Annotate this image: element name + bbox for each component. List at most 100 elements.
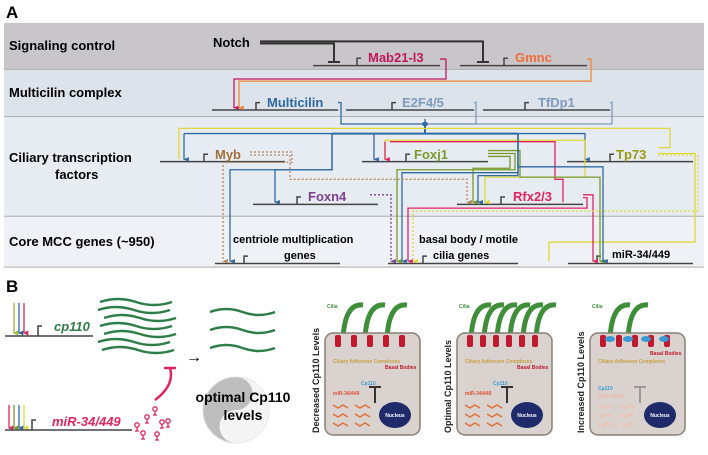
panel-b-gene-lines <box>5 325 132 431</box>
target-basal-body: basal body / motile <box>419 234 518 246</box>
mrna-strand <box>209 343 276 353</box>
cell-title: Optimal Cp110 Levels <box>443 340 453 433</box>
basal-body <box>616 335 622 347</box>
microrna-hairpins <box>134 406 171 441</box>
gene-multicilin: Multicilin <box>267 95 323 110</box>
gene-foxn4: Foxn4 <box>308 189 347 204</box>
mrna-strand <box>103 313 177 323</box>
microrna-icon <box>165 418 171 428</box>
microrna-icon <box>619 413 636 418</box>
microrna-icon <box>140 430 146 440</box>
cp110-mrna-many <box>97 297 177 355</box>
gene-e2f4-5: E2F4/5 <box>402 95 444 110</box>
inhibition-icon <box>634 386 646 403</box>
nucleus-label: Nucleus <box>385 413 405 419</box>
basal-body <box>519 335 525 347</box>
microrna-icon <box>597 404 614 409</box>
nucleus <box>379 402 411 428</box>
cp110-label: Cp110 <box>361 381 376 387</box>
microrna-icon <box>464 413 481 418</box>
microrna-icon <box>354 404 371 409</box>
microrna-icon <box>154 431 160 441</box>
row-label-core: Core MCC genes (~950) <box>9 234 155 249</box>
basal-body <box>383 335 389 347</box>
mrna-strand <box>101 345 175 355</box>
cp110-regulator-arrows <box>8 303 29 431</box>
row-label-ciliary: Ciliary transcription <box>9 150 132 165</box>
target-basal-body-2: cilia genes <box>433 250 489 262</box>
nucleus-label: Nucleus <box>517 413 537 419</box>
gene-mab21-l3: Mab21-l3 <box>368 50 424 65</box>
microrna-icon <box>332 404 349 409</box>
mir-label: miR-34/449 <box>598 394 625 400</box>
mrna-strand <box>99 297 173 307</box>
basal-body <box>335 335 341 347</box>
gene-gmnc: Gmnc <box>515 50 552 65</box>
nucleus-label: Nucleus <box>650 413 670 419</box>
microrna-icon <box>597 413 614 418</box>
microrna-icon <box>486 413 503 418</box>
gene-cp110: cp110 <box>54 319 91 334</box>
yin-yang-icon <box>202 376 270 444</box>
basal-bodies-label: Basal Bodies <box>517 365 549 371</box>
microrna-icon <box>597 422 614 427</box>
cell-title: Increased Cp110 Levels <box>576 331 586 433</box>
complexes-label: Ciliary Adhesion Complexes <box>598 359 666 365</box>
panel-b-letter: B <box>6 277 18 296</box>
cp110-protein <box>641 336 651 342</box>
gene-tfdp1: TfDp1 <box>538 95 575 110</box>
mrna-strand <box>97 337 171 347</box>
mrna-strand <box>209 307 276 317</box>
panel-a-letter: A <box>6 3 18 22</box>
notch-label: Notch <box>213 35 250 50</box>
basal-body <box>399 335 405 347</box>
basal-body <box>532 335 538 347</box>
basal-body <box>480 335 486 347</box>
cell-title: Decreased Cp110 Levels <box>311 328 321 433</box>
basal-body <box>367 335 373 347</box>
cp110-protein <box>659 336 669 342</box>
inhibition-arc <box>154 367 173 401</box>
microrna-icon <box>354 413 371 418</box>
complexes-label: Ciliary Adhesion Complexes <box>333 359 401 365</box>
microrna-icon <box>159 419 165 429</box>
microrna-icon <box>619 404 636 409</box>
microrna-icon <box>464 422 481 427</box>
basal-body <box>351 335 357 347</box>
transition-arrow-icon: → <box>186 349 202 366</box>
mrna-strand <box>209 325 276 335</box>
row-label-multicilin: Multicilin complex <box>9 85 122 100</box>
cp110-protein <box>623 336 633 342</box>
optimal-cp110-label-2: levels <box>224 407 263 423</box>
cilia-label: Cilia <box>459 304 470 310</box>
mir-label: miR-34/449 <box>465 391 492 397</box>
basal-body <box>506 335 512 347</box>
row-label-ciliary-2: factors <box>55 167 98 182</box>
cp110-protein <box>605 336 615 342</box>
gene-tp73: Tp73 <box>616 147 646 162</box>
cp110-label: Cp110 <box>493 381 508 387</box>
microrna-icon <box>332 422 349 427</box>
gene-foxj1: Foxj1 <box>414 147 448 162</box>
panel-a-graphics <box>4 22 704 267</box>
row-label-signaling: Signaling control <box>9 38 115 53</box>
basal-bodies-label: Basal Bodies <box>650 351 682 357</box>
nucleus <box>644 402 676 428</box>
basal-body <box>467 335 473 347</box>
mrna-strand <box>103 329 177 339</box>
mrna-strand <box>97 305 171 315</box>
cilia-label: Cilia <box>327 304 338 310</box>
gene-mir-34-449-b: miR-34/449 <box>52 414 121 429</box>
optimal-cp110-label: optimal Cp110 <box>196 389 291 405</box>
basal-body <box>493 335 499 347</box>
microrna-icon <box>152 406 158 416</box>
microrna-icon <box>486 422 503 427</box>
gene-myb: Myb <box>215 147 241 162</box>
microrna-icon <box>486 404 503 409</box>
microrna-icon <box>144 414 150 424</box>
